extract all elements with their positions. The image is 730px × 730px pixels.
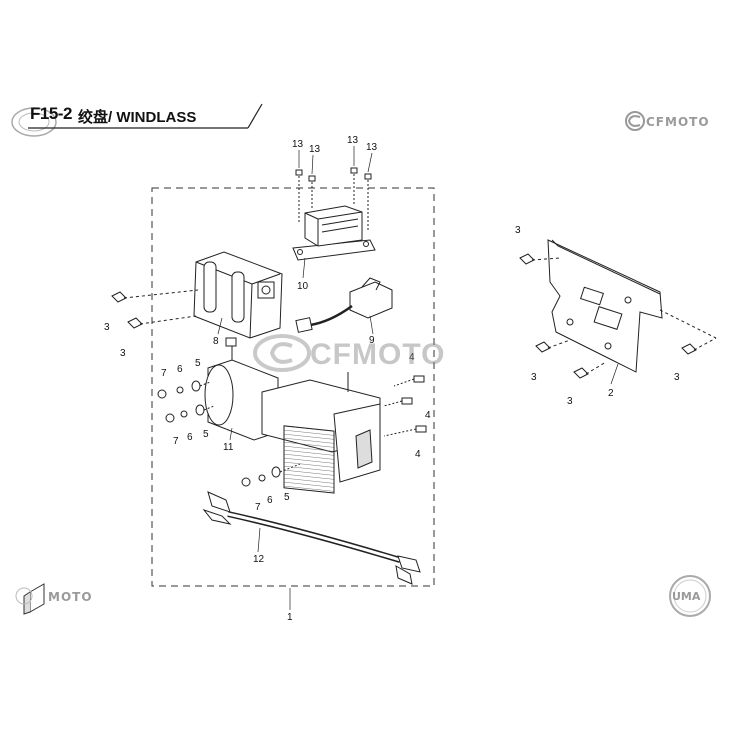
- callout-3: 3: [120, 348, 126, 359]
- callout-12: 12: [253, 554, 265, 565]
- callout-3: 3: [104, 322, 110, 333]
- index-tab-icon: [15, 583, 45, 615]
- callout-7: 7: [173, 436, 179, 447]
- callout-3: 3: [515, 225, 521, 236]
- callout-6: 6: [187, 432, 193, 443]
- figure-title: 绞盘/ WINDLASS: [78, 109, 197, 126]
- brand-bottom-left: MOTO: [48, 590, 93, 604]
- callout-13: 13: [347, 135, 359, 146]
- mounting-plate: [547, 239, 663, 373]
- callout-5: 5: [284, 492, 290, 503]
- callout-9: 9: [369, 335, 375, 346]
- header-emblem-icon: [11, 107, 57, 137]
- brand-top-right: CFMOTO: [646, 115, 710, 129]
- cfmoto-logo-icon: [625, 111, 645, 131]
- callout-labels: 13 13 13 13 10 9 8 3 3 3 3 3 3 2 7 6 5 7…: [104, 135, 680, 623]
- callout-2: 2: [608, 388, 614, 399]
- callout-13: 13: [366, 142, 378, 153]
- leader-lines: [217, 146, 619, 610]
- callout-4: 4: [409, 352, 415, 363]
- callout-7: 7: [255, 502, 261, 513]
- header-frame: [11, 103, 263, 137]
- callout-13: 13: [309, 144, 321, 155]
- callout-10: 10: [297, 281, 309, 292]
- callout-4: 4: [415, 449, 421, 460]
- callout-3: 3: [567, 396, 573, 407]
- assembly-boundary: [151, 187, 435, 587]
- callout-8: 8: [213, 336, 219, 347]
- callout-1: 1: [287, 612, 293, 623]
- battery-cable: [202, 491, 421, 585]
- watermark-text: CFMOTO: [310, 338, 446, 371]
- callout-11: 11: [223, 442, 234, 453]
- uma-logo-icon: [669, 575, 711, 617]
- relay-bolts: [295, 167, 372, 232]
- callout-13: 13: [292, 139, 304, 150]
- callout-3: 3: [531, 372, 537, 383]
- hardware-set: [157, 375, 427, 487]
- winch-drum: [261, 372, 381, 494]
- callout-4: 4: [425, 410, 431, 421]
- callout-5: 5: [203, 429, 209, 440]
- switch-harness: [295, 277, 393, 333]
- callout-6: 6: [267, 495, 273, 506]
- callout-5: 5: [195, 358, 201, 369]
- callout-3: 3: [674, 372, 680, 383]
- callout-7: 7: [161, 368, 167, 379]
- brand-bottom-right: UMA: [672, 590, 701, 603]
- relay-box: [292, 205, 376, 261]
- roller-fairlead: [193, 251, 283, 339]
- bolt-group: [111, 253, 717, 379]
- watermark-logo-icon: [253, 334, 311, 372]
- figure-code: F15-2: [30, 104, 72, 123]
- callout-6: 6: [177, 364, 183, 375]
